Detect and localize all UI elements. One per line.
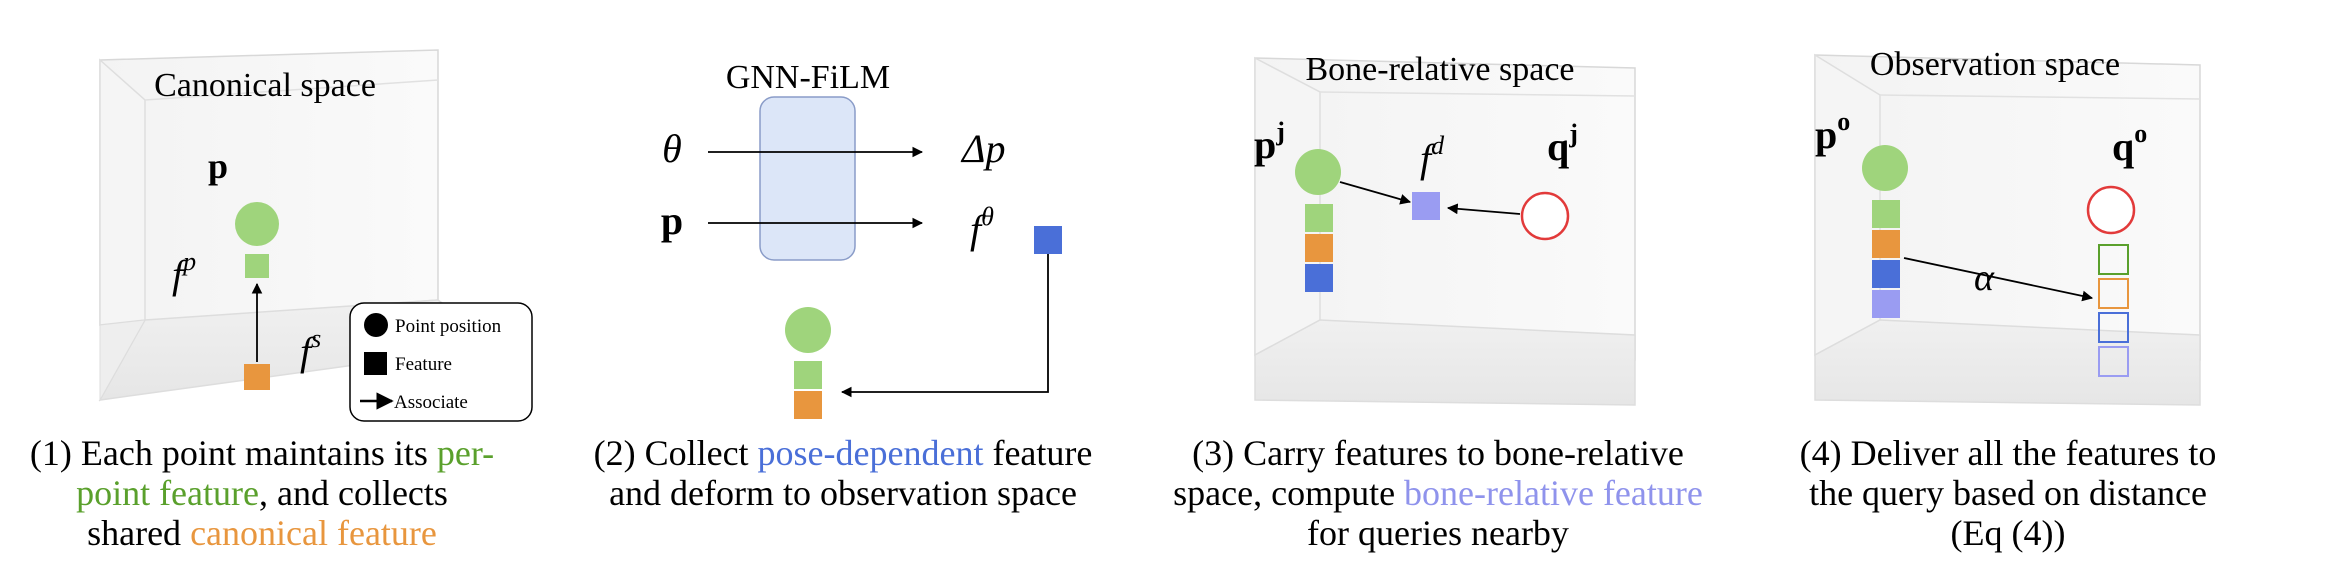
svg-text:(1) Each point maintains its p: (1) Each point maintains its per- xyxy=(30,433,494,473)
cube-bone-relative xyxy=(1254,56,1636,406)
bone-relative-space-title: Bone-relative space xyxy=(1305,51,1574,88)
panel-bone-relative-space: Bone-relative space pj fd qj (3) Carry f… xyxy=(1173,51,1703,553)
query-point-circle xyxy=(1520,191,1570,241)
observation-space-title: Observation space xyxy=(1870,46,2120,83)
point-to-feature-arrow xyxy=(1339,181,1412,205)
canonical-feature-square xyxy=(244,364,270,390)
svg-text:the query based on distance: the query based on distance xyxy=(1809,473,2207,513)
point-position-circle xyxy=(785,307,831,353)
canonical-feature-square xyxy=(1305,234,1333,262)
per-point-feature-square xyxy=(245,254,269,278)
input-p: p xyxy=(661,198,683,243)
svg-text:(3) Carry features to bone-rel: (3) Carry features to bone-relative xyxy=(1192,433,1684,473)
svg-text:(2) Collect pose-dependent fe: (2) Collect pose-dependent feature xyxy=(594,433,1093,473)
legend-feature-label: Feature xyxy=(395,354,452,375)
query-blue-slot xyxy=(2098,312,2129,343)
pose-dependent-feature-square xyxy=(1305,264,1333,292)
query-point-circle xyxy=(2086,185,2136,235)
point-position-circle xyxy=(1295,149,1341,195)
svg-text:for queries nearby: for queries nearby xyxy=(1307,513,1569,553)
input-theta: θ xyxy=(662,126,682,171)
canonical-feature-square xyxy=(1872,230,1900,258)
canonical-space-title: Canonical space xyxy=(154,67,376,104)
label-po: po xyxy=(1815,107,1850,157)
label-qo: qo xyxy=(2112,119,2147,169)
pose-dependent-feature-square xyxy=(1034,226,1062,254)
output-delta-p: Δp xyxy=(960,126,1005,171)
query-orange-slot xyxy=(2098,278,2129,309)
label-p: p xyxy=(208,146,228,186)
gnn-film-title: GNN-FiLM xyxy=(726,59,890,96)
caption-panel4: (4) Deliver all the features to the quer… xyxy=(1800,433,2217,553)
panel-observation-space: Observation space po α qo (4) Deliver al… xyxy=(1800,46,2217,553)
legend-associate-label: Associate xyxy=(394,392,468,413)
per-point-feature-square xyxy=(794,361,822,389)
legend-point-label: Point position xyxy=(395,316,502,337)
bone-relative-feature-square xyxy=(1872,290,1900,318)
svg-text:point feature, and collects: point feature, and collects xyxy=(76,473,448,513)
svg-text:shared canonical feature: shared canonical feature xyxy=(87,513,437,553)
svg-text:(Eq (4)): (Eq (4)) xyxy=(1951,513,2066,553)
caption-panel3: (3) Carry features to bone-relative spac… xyxy=(1173,433,1703,553)
per-point-feature-square xyxy=(1305,204,1333,232)
gnn-film-box xyxy=(759,96,856,261)
svg-text:space, compute bone-relative f: space, compute bone-relative feature xyxy=(1173,473,1703,513)
caption-panel1: (1) Each point maintains its per- point … xyxy=(30,433,494,553)
svg-text:(4) Deliver all the features t: (4) Deliver all the features to xyxy=(1800,433,2217,473)
label-pj: pj xyxy=(1254,117,1285,167)
panel-gnn-film: GNN-FiLM θ p Δp fθ (2) Collect pose-depe… xyxy=(594,59,1093,513)
query-lavender-slot xyxy=(2098,346,2129,377)
point-position-circle xyxy=(235,202,279,246)
bone-relative-feature-square xyxy=(1412,192,1440,220)
caption-panel2: (2) Collect pose-dependent feature and d… xyxy=(594,433,1093,513)
legend-point-icon xyxy=(364,313,388,337)
panel-canonical-space: Canonical space p fp fs Point position F… xyxy=(30,49,533,553)
output-f-theta: fθ xyxy=(970,202,994,252)
canonical-feature-square xyxy=(794,391,822,419)
legend: Point position Feature Associate xyxy=(349,302,533,422)
pose-dependent-feature-square xyxy=(1872,260,1900,288)
query-green-slot xyxy=(2098,244,2129,275)
point-position-circle xyxy=(1862,145,1908,191)
query-to-feature-arrow xyxy=(1446,203,1521,215)
pose-feature-return-arrow xyxy=(840,254,1049,398)
per-point-feature-square xyxy=(1872,200,1900,228)
label-qj: qj xyxy=(1547,119,1578,169)
legend-feature-icon xyxy=(364,352,387,375)
svg-text:and deform to observation spac: and deform to observation space xyxy=(609,473,1077,513)
label-alpha: α xyxy=(1974,257,1995,299)
deliver-features-arrow xyxy=(1903,257,2094,302)
